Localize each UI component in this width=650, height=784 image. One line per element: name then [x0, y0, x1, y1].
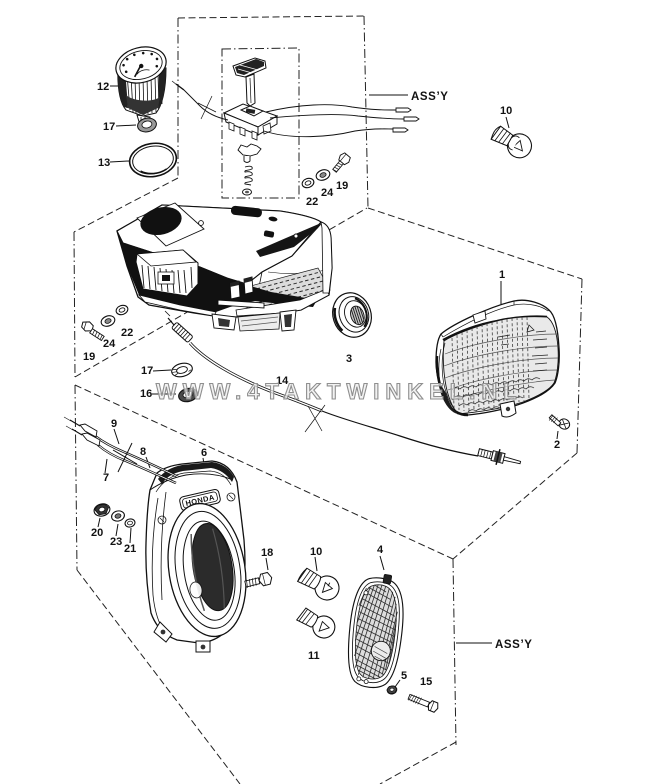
svg-text:6: 6 — [201, 447, 207, 459]
svg-text:4: 4 — [377, 544, 384, 556]
svg-text:16: 16 — [140, 388, 152, 400]
svg-text:17: 17 — [103, 121, 115, 133]
svg-text:19: 19 — [336, 180, 348, 192]
svg-text:17: 17 — [141, 365, 153, 377]
svg-text:10: 10 — [310, 546, 322, 558]
svg-text:7: 7 — [103, 472, 109, 484]
svg-text:23: 23 — [110, 536, 122, 548]
svg-text:8: 8 — [140, 446, 146, 458]
svg-text:12: 12 — [97, 81, 109, 93]
svg-text:2: 2 — [554, 439, 560, 451]
svg-text:24: 24 — [103, 338, 116, 350]
svg-text:13: 13 — [98, 157, 110, 169]
svg-text:24: 24 — [321, 187, 334, 199]
svg-text:20: 20 — [91, 527, 103, 539]
svg-text:ASS’Y: ASS’Y — [495, 639, 533, 651]
svg-text:WWW.4TAKTWINKEL.NL: WWW.4TAKTWINKEL.NL — [156, 379, 523, 404]
svg-text:1: 1 — [499, 269, 505, 281]
svg-text:18: 18 — [261, 547, 273, 559]
svg-text:11: 11 — [308, 650, 320, 662]
svg-text:22: 22 — [306, 196, 318, 208]
svg-text:14: 14 — [276, 375, 289, 387]
svg-text:5: 5 — [401, 670, 407, 682]
svg-text:21: 21 — [124, 543, 136, 555]
svg-text:15: 15 — [420, 676, 432, 688]
svg-text:22: 22 — [121, 327, 133, 339]
svg-text:19: 19 — [83, 351, 95, 363]
svg-text:10: 10 — [500, 105, 512, 117]
svg-text:ASS’Y: ASS’Y — [411, 91, 449, 103]
svg-text:3: 3 — [346, 353, 352, 365]
svg-text:9: 9 — [111, 418, 117, 430]
